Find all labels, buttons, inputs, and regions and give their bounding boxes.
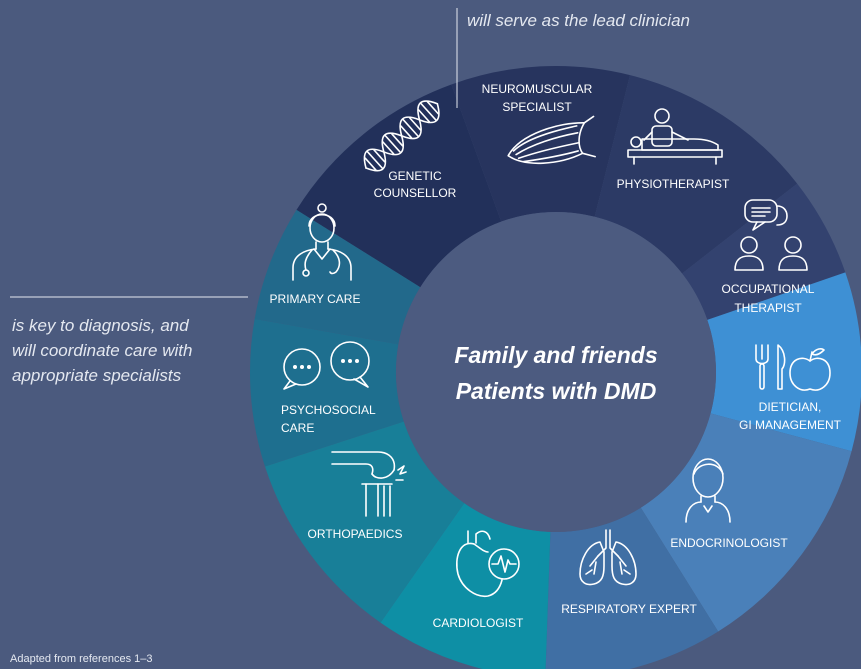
primary-care-label: PRIMARY CARE [270, 292, 361, 306]
footnote: Adapted from references 1–3 [10, 653, 152, 665]
respiratory-expert-label: RESPIRATORY EXPERT [561, 602, 697, 616]
muscle-icon [507, 115, 596, 165]
occupational-therapist-label-line-1: OCCUPATIONAL [722, 282, 815, 296]
primary-care-note-line-1: is key to diagnosis, and [12, 316, 189, 335]
speech-bubbles-icon [283, 341, 370, 390]
endocrinologist-label: ENDOCRINOLOGIST [670, 536, 788, 550]
center-title-line-2: Patients with DMD [456, 378, 657, 404]
heart-pulse-icon [456, 530, 520, 598]
segment-primary-care [254, 209, 421, 345]
neuromuscular-specialist-label-line-1: NEUROMUSCULAR [482, 82, 593, 96]
physiotherapy-icon [627, 108, 723, 165]
psychosocial-care-label-line-1: PSYCHOSOCIAL [281, 403, 376, 417]
cardiologist-label: CARDIOLOGIST [433, 616, 524, 630]
genetic-counsellor-label-line-1: GENETIC [388, 169, 442, 183]
dietician-label-line-1: DIETICIAN, [759, 400, 822, 414]
segment-neuromuscular-specialist [451, 66, 631, 222]
knee-joint-icon [331, 451, 407, 517]
psychosocial-care-label-line-2: CARE [281, 421, 314, 435]
physiotherapist-label: PHYSIOTHERAPIST [617, 177, 730, 191]
orthopaedics-label: ORTHOPAEDICS [308, 527, 403, 541]
doctor-icon [292, 203, 352, 281]
segment-endocrinologist [640, 413, 852, 632]
fork-knife-apple-icon [755, 344, 831, 391]
dna-icon [363, 100, 440, 172]
person-icon [685, 458, 731, 523]
occupational-therapy-icon [734, 199, 808, 271]
segment-orthopaedics [264, 421, 465, 623]
primary-care-note-line-2: will coordinate care with [12, 341, 192, 360]
segment-occupational-therapist [682, 183, 846, 320]
segment-physiotherapist [594, 75, 798, 274]
occupational-therapist-label-line-2: THERAPIST [734, 301, 802, 315]
segment-genetic-counsellor [296, 84, 502, 288]
lead-clinician-note: will serve as the lead clinician [467, 11, 690, 30]
center-title-line-1: Family and friends [454, 342, 657, 368]
primary-care-note-line-3: appropriate specialists [12, 366, 182, 385]
neuromuscular-specialist-label-line-2: SPECIALIST [502, 100, 572, 114]
center-circle [396, 212, 716, 532]
genetic-counsellor-label-line-2: COUNSELLOR [374, 186, 457, 200]
lungs-icon [579, 529, 637, 586]
dietician-label-line-2: GI MANAGEMENT [739, 418, 842, 432]
